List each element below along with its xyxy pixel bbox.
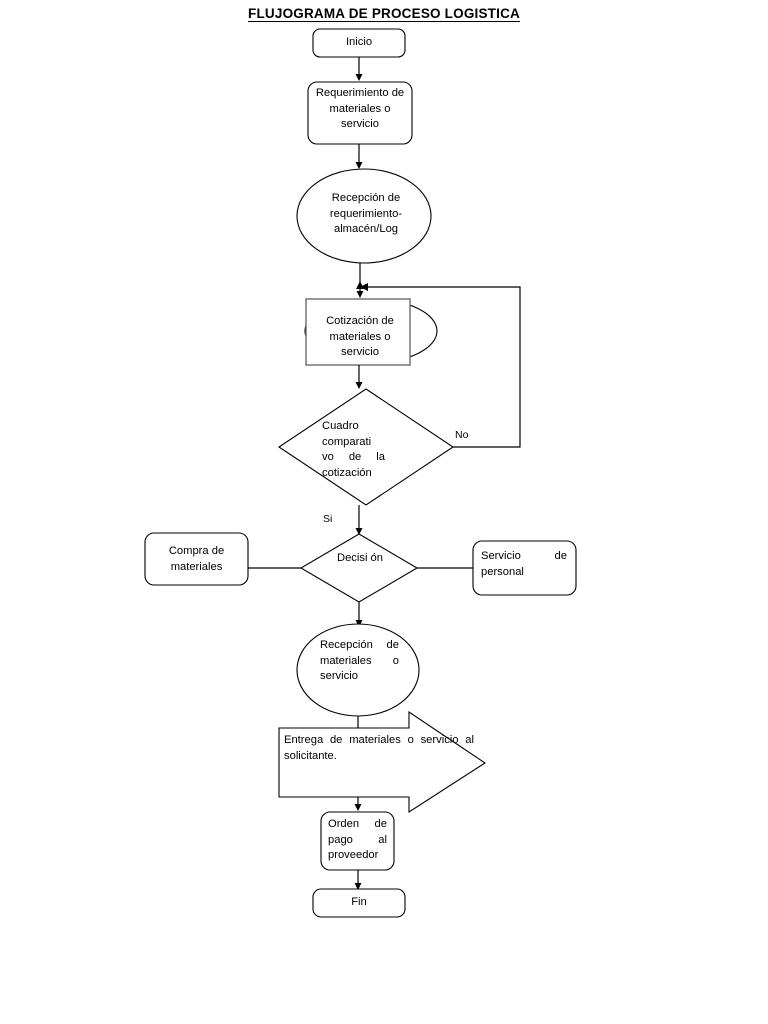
node-servicio-shape [472, 540, 577, 596]
node-entrega-label: Entrega de materiales o servicio al soli… [284, 734, 474, 762]
node-fin-label: Fin [351, 896, 367, 908]
node-recepcion-req-shape [296, 168, 432, 264]
node-recepcion-mat-label: Recepción de materiales o servicio [320, 639, 399, 682]
node-entrega-shape [278, 710, 487, 814]
node-inicio-label: Inicio [345, 36, 373, 48]
node-decision-shape [299, 533, 419, 603]
edge-label-si: Si [323, 513, 333, 525]
node-orden-pago-label: Orden de pago al proveedor [328, 818, 387, 861]
node-fin-shape [312, 888, 406, 918]
edge-no-arrowhead [360, 283, 368, 291]
node-compra-shape [144, 532, 249, 586]
node-cuadro-shape [278, 388, 454, 506]
edge-cuadro-cotizacion-no [366, 286, 521, 448]
node-cuadro-label: Cuadro comparati vo de la cotización [322, 420, 385, 479]
node-decision-label: Decisi ón [336, 552, 383, 564]
node-servicio-label: Servicio de personal [481, 550, 567, 578]
node-requerimiento-label: Requerimiento de materiales o servicio [315, 87, 405, 130]
edge-label-no: No [455, 429, 469, 441]
node-cotizacion-label: Cotización de materiales o servicio [326, 315, 394, 357]
page-title: FLUJOGRAMA DE PROCESO LOGISTICA [248, 6, 520, 21]
node-recepcion-req-label: Recepción de requerimiento-almacén/Log [329, 192, 403, 235]
node-requerimiento-shape [307, 81, 413, 145]
node-compra-label: Compra de materiales [168, 545, 225, 573]
node-cotizacion-shape [305, 298, 411, 366]
